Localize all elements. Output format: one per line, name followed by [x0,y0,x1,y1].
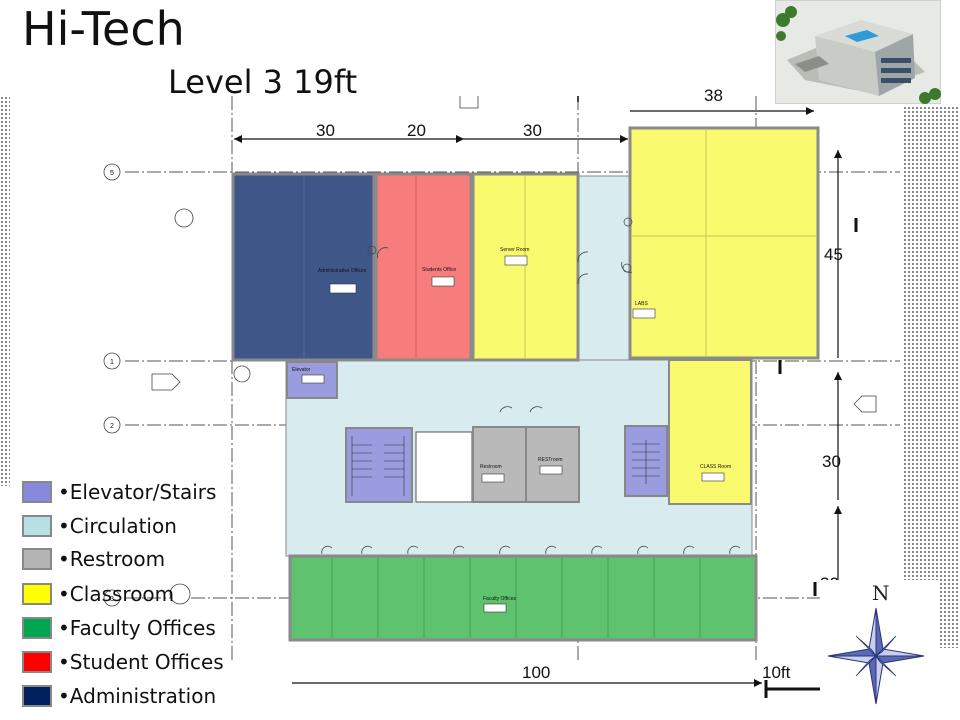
dim-top-38: 38 [704,86,723,105]
legend-swatch [22,481,52,503]
legend-label: •Classroom [58,582,175,606]
legend-label: •Administration [58,684,217,708]
legend-label: •Faculty Offices [58,616,216,640]
building-rendering-image [775,0,941,104]
room-restroom-2 [525,426,580,503]
dim-top-30-a: 30 [316,121,335,140]
room-students [374,172,473,362]
label-faculty: Faculty Offices [483,596,516,602]
page-subtitle: Level 3 19ft [168,63,358,101]
legend-swatch [22,515,52,537]
dim-right-30-a: 30 [822,452,841,471]
compass-north-label: N [872,581,890,605]
room-restroom-1 [472,426,527,503]
label-server: Server Room [500,247,529,253]
label-restroom-1: Restroom [480,464,502,470]
legend-item-elevator-stairs: •Elevator/Stairs [22,478,262,508]
legend-label: •Elevator/Stairs [58,480,217,504]
legend-swatch [22,548,52,570]
label-administrative: Administrative Offices [318,268,367,274]
dim-top-20: 20 [407,121,426,140]
scale-label: 10ft [762,663,791,682]
compass-icon: N [820,580,938,720]
label-restroom-2: RESTroom [538,457,563,463]
legend-swatch [22,617,52,639]
legend-item-circulation: •Circulation [22,512,262,542]
dim-right-45: 45 [824,245,843,264]
legend-item-classroom: •Classroom [22,580,262,610]
grid-label-1: 1 [110,359,114,366]
legend-swatch [22,685,52,707]
right-hatch-strip [903,106,960,648]
room-labs [628,126,820,360]
label-elevator: Elevator [292,367,311,373]
legend-item-restroom: •Restroom [22,545,262,575]
legend-item-administration: •Administration [22,682,262,712]
label-class: CLASS Room [700,464,731,470]
stairs-left [345,427,413,503]
legend-label: •Student Offices [58,650,224,674]
legend-swatch [22,651,52,673]
label-students: Students Office [422,267,456,273]
left-hatch-strip [0,96,10,486]
grid-label-2: 2 [110,423,114,430]
grid-label-5: 5 [110,170,114,177]
open-area [415,431,473,503]
dim-bottom-100: 100 [522,663,550,682]
legend-label: •Circulation [58,514,177,538]
legend-swatch [22,583,52,605]
dim-top-30-b: 30 [523,121,542,140]
room-class [668,359,752,505]
page-title: Hi-Tech [22,2,185,56]
room-faculty [288,554,758,642]
grid-label-3: 3 [110,596,114,603]
legend-item-student-offices: •Student Offices [22,648,262,678]
label-labs: LABS [635,301,648,307]
legend-label: •Restroom [58,547,166,571]
legend-item-faculty-offices: •Faculty Offices [22,614,262,644]
